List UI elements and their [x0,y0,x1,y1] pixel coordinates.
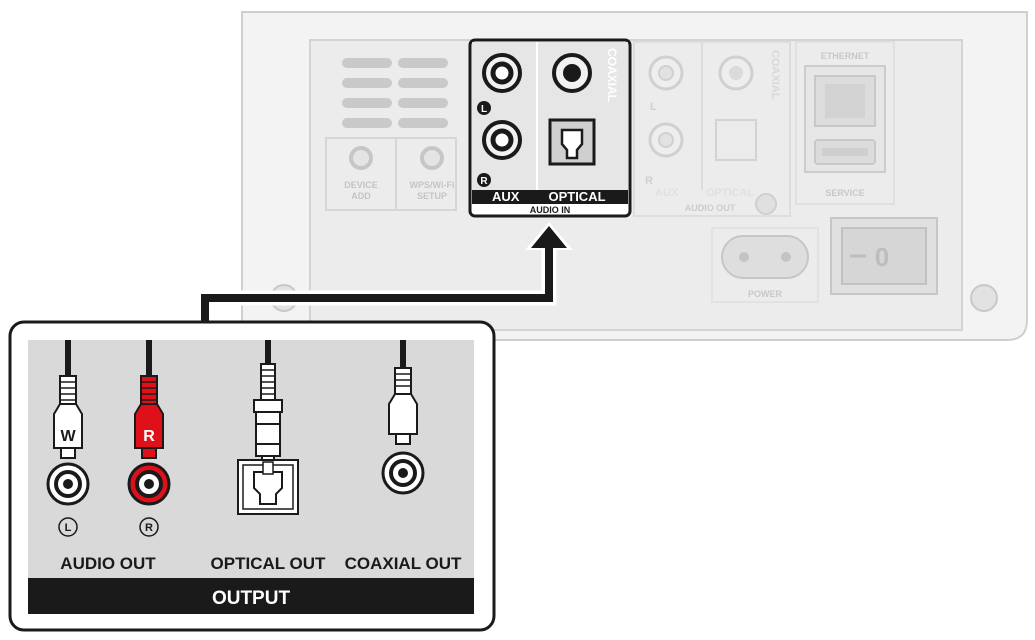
optical-out-port-icon [237,459,299,515]
screw-icon [970,284,998,312]
red-rca-plug: R [134,340,164,459]
source-device-panel: W R L R [8,320,496,632]
left-marker-icon [477,101,491,115]
left-circle-marker-icon: L [58,517,78,537]
audio-out-label: AUDIO OUT [60,554,156,573]
power-label: POWER [748,289,783,299]
device-add-label-line2: ADD [351,191,371,201]
vent-slots-icon [342,58,448,128]
wps-setup-label-line1: WPS/Wi-Fi [410,180,455,190]
aux-label: AUX [655,187,679,199]
right-marker-icon [477,173,491,187]
coaxial-label: COAXIAL [769,50,781,100]
coaxial-out-jack-icon [381,451,425,495]
audio-out-left-jack-icon [46,462,90,506]
audio-out-right-jack-icon [127,462,171,506]
right-circle-marker-icon: R [139,517,159,537]
optical-label: OPTICAL [706,187,755,199]
device-rear-panel: DEVICE ADD WPS/Wi-Fi SETUP L R AUX COAXI… [241,11,1028,341]
power-socket-icon [721,235,809,279]
coaxial-plug [388,340,418,445]
left-marker: L [650,101,657,113]
screw-icon [755,193,777,215]
coaxial-out-label: COAXIAL OUT [345,554,462,573]
left-marker: L [481,104,487,115]
audio-out-group: L R AUX COAXIAL OPTICAL AUDIO OUT [633,41,791,217]
audio-in-group: L R AUX COAXIAL OPTICAL AUDIO IN [468,38,632,218]
wps-setup-label-line2: SETUP [417,191,447,201]
network-ports-group: ETHERNET SERVICE [795,41,895,205]
power-inlet: POWER [711,227,819,303]
aux-label: AUX [492,189,520,204]
device-add-label-line1: DEVICE [344,180,378,190]
switch-off-symbol: 0 [875,242,889,272]
audio-out-group-label: AUDIO OUT [685,203,736,213]
left-marker: L [65,522,72,534]
optical-label: OPTICAL [548,189,605,204]
output-label: OUTPUT [212,588,291,609]
wps-wifi-setup-button: WPS/Wi-Fi SETUP [410,146,455,201]
coaxial-label: COAXIAL [605,48,619,102]
right-marker: R [480,176,488,187]
device-add-button: DEVICE ADD [344,146,378,201]
ethernet-label: ETHERNET [821,51,870,61]
right-marker: R [145,522,153,534]
service-label: SERVICE [825,188,864,198]
power-switch: 0 [830,217,938,295]
audio-in-group-label: AUDIO IN [530,205,571,215]
optical-port-icon [715,119,757,161]
white-rca-plug: W [53,340,83,459]
white-plug-letter: W [60,428,76,445]
optical-out-label: OPTICAL OUT [211,554,327,573]
connection-arrow-icon [197,222,573,334]
red-plug-letter: R [143,428,155,445]
right-marker: R [645,175,653,187]
